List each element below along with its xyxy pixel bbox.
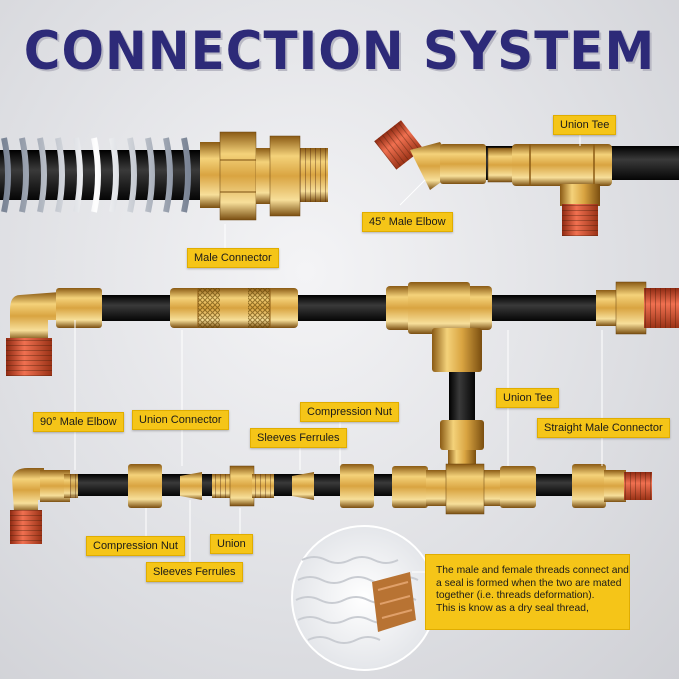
bottom-exploded-system <box>10 420 652 544</box>
note-line-1: The male and female threads connect and <box>436 565 629 576</box>
note-line-2: a seal is formed when the two are mated <box>436 577 622 589</box>
middle-hose-system <box>6 281 679 430</box>
thread-detail-magnifier <box>291 525 437 671</box>
male-connector-assembly <box>0 131 328 248</box>
spring-guard <box>1 137 191 213</box>
union-tee-mid-label: Union Tee <box>496 388 560 408</box>
sleeves-ferrules-top-label: Sleeves Ferrules <box>250 428 347 448</box>
male-elbow-90-label: 90° Male Elbow <box>33 412 124 432</box>
male-connector-label: Male Connector <box>187 248 279 268</box>
compression-nut-top-label: Compression Nut <box>300 402 399 422</box>
note-line-4: This is know as a dry seal thread, <box>436 602 589 614</box>
dry-seal-thread-note: The male and female threads connect and … <box>425 554 630 630</box>
note-line-3: together (i.e. threads deformation). <box>436 590 595 601</box>
straight-male-connector-label: Straight Male Connector <box>537 418 670 438</box>
union-connector-label: Union Connector <box>132 410 229 430</box>
sleeves-ferrules-bottom-label: Sleeves Ferrules <box>146 562 243 582</box>
compression-nut-bottom-label: Compression Nut <box>86 536 185 556</box>
union-label: Union <box>210 534 253 554</box>
page-title: CONNECTION SYSTEM <box>23 20 656 82</box>
tee-45-assembly <box>374 120 679 236</box>
union-tee-top-label: Union Tee <box>553 115 617 135</box>
male-elbow-45-label: 45° Male Elbow <box>362 212 453 232</box>
